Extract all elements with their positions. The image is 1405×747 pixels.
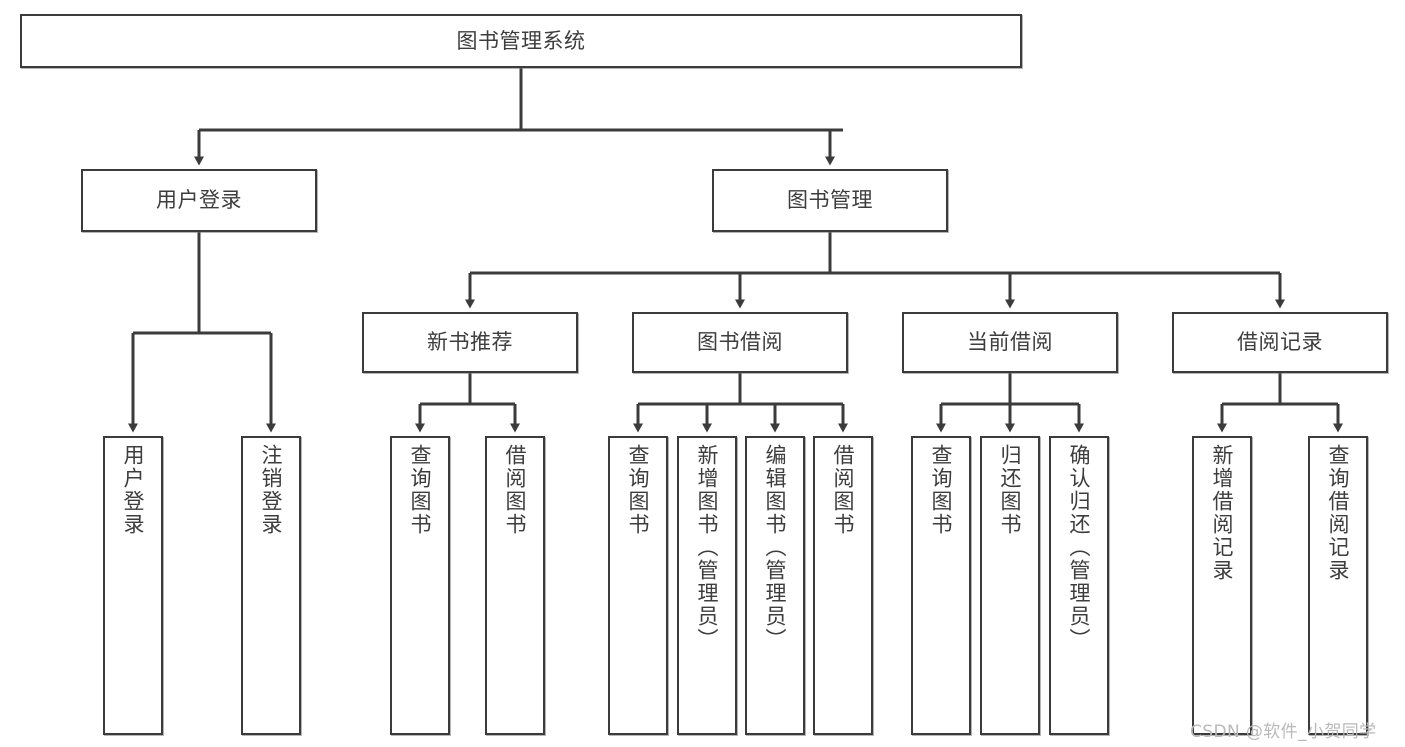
node-book-borrow[interactable]: 图书借阅 <box>632 312 848 373</box>
node-leaf-query-book-recommend[interactable]: 查询图书 <box>390 436 450 735</box>
node-leaf-return-book[interactable]: 归还图书 <box>980 436 1040 735</box>
node-label: 借阅图书 <box>503 444 528 536</box>
node-label: 新增图书（管理员） <box>695 444 720 651</box>
node-label: 归还图书 <box>998 444 1023 536</box>
node-leaf-query-book-borrow[interactable]: 查询图书 <box>608 436 668 735</box>
node-label: 注销登录 <box>259 444 284 536</box>
node-label: 新书推荐 <box>427 330 513 355</box>
node-label: 确认归还（管理员） <box>1067 444 1092 651</box>
node-label: 用户登录 <box>156 188 242 213</box>
node-book-manage[interactable]: 图书管理 <box>712 169 948 232</box>
node-label: 借阅图书 <box>831 444 856 536</box>
node-label: 借阅记录 <box>1237 330 1323 355</box>
node-label: 编辑图书（管理员） <box>763 444 788 651</box>
node-leaf-confirm-return[interactable]: 确认归还（管理员） <box>1049 436 1109 735</box>
node-leaf-borrow-book[interactable]: 借阅图书 <box>813 436 873 735</box>
node-label: 新增借阅记录 <box>1210 444 1235 582</box>
node-label: 用户登录 <box>121 444 146 536</box>
node-current-borrow[interactable]: 当前借阅 <box>902 312 1118 373</box>
node-user-login[interactable]: 用户登录 <box>81 169 317 232</box>
node-label: 查询图书 <box>626 444 651 536</box>
node-label: 当前借阅 <box>967 330 1053 355</box>
node-label: 图书借阅 <box>697 330 783 355</box>
node-leaf-logout[interactable]: 注销登录 <box>241 436 301 735</box>
node-label: 图书管理 <box>787 188 873 213</box>
node-leaf-query-book-current[interactable]: 查询图书 <box>911 436 971 735</box>
node-label: 查询图书 <box>929 444 954 536</box>
node-new-book-recommend[interactable]: 新书推荐 <box>362 312 578 373</box>
node-leaf-borrow-book-recommend[interactable]: 借阅图书 <box>485 436 545 735</box>
node-label: 查询图书 <box>408 444 433 536</box>
node-leaf-edit-book[interactable]: 编辑图书（管理员） <box>745 436 805 735</box>
node-label: 图书管理系统 <box>456 28 586 53</box>
node-leaf-add-book[interactable]: 新增图书（管理员） <box>677 436 737 735</box>
node-root-system[interactable]: 图书管理系统 <box>20 14 1022 68</box>
node-borrow-record[interactable]: 借阅记录 <box>1172 312 1388 373</box>
node-leaf-query-borrow-record[interactable]: 查询借阅记录 <box>1308 436 1368 735</box>
node-label: 查询借阅记录 <box>1326 444 1351 582</box>
node-leaf-add-borrow-record[interactable]: 新增借阅记录 <box>1192 436 1252 735</box>
node-leaf-user-login[interactable]: 用户登录 <box>103 436 163 735</box>
